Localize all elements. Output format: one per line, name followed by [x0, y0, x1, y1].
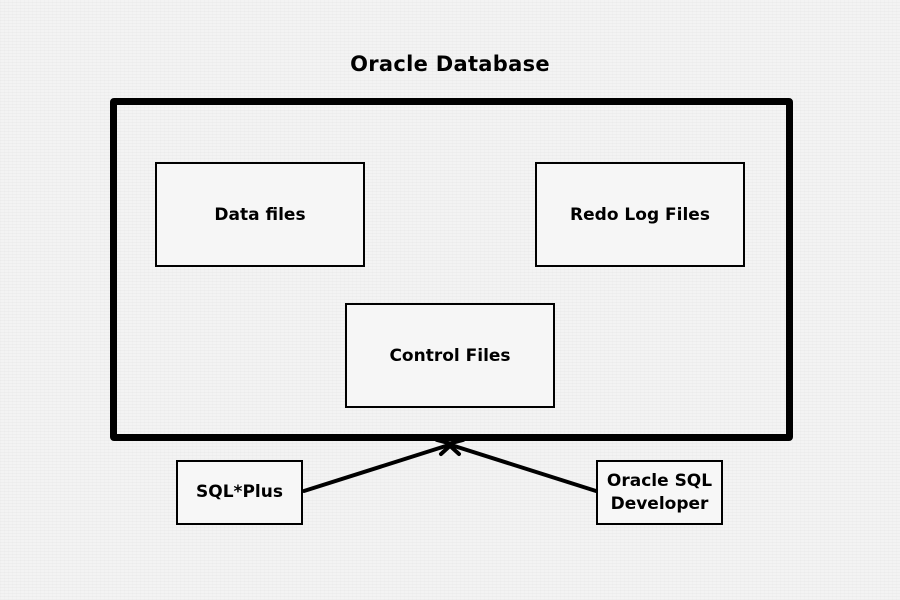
data-files-box: Data files — [155, 162, 365, 267]
sql-developer-label-line1: Oracle SQL — [606, 470, 713, 491]
oracle-database-container — [110, 98, 793, 441]
sqlplus-connection-arrow — [302, 438, 454, 493]
sqlplus-client-box: SQL*Plus — [176, 460, 303, 525]
redo-log-files-box: Redo Log Files — [535, 162, 745, 267]
control-files-box: Control Files — [345, 303, 555, 408]
data-files-label: Data files — [214, 204, 306, 225]
sql-developer-connection-arrow — [446, 438, 598, 493]
control-files-label: Control Files — [389, 345, 511, 366]
sqlplus-label: SQL*Plus — [196, 482, 283, 502]
diagram-title: Oracle Database — [350, 52, 550, 76]
sql-developer-label-line2: Developer — [610, 493, 709, 514]
sql-developer-client-box: Oracle SQL Developer — [596, 460, 723, 525]
redo-log-files-label: Redo Log Files — [570, 204, 710, 225]
